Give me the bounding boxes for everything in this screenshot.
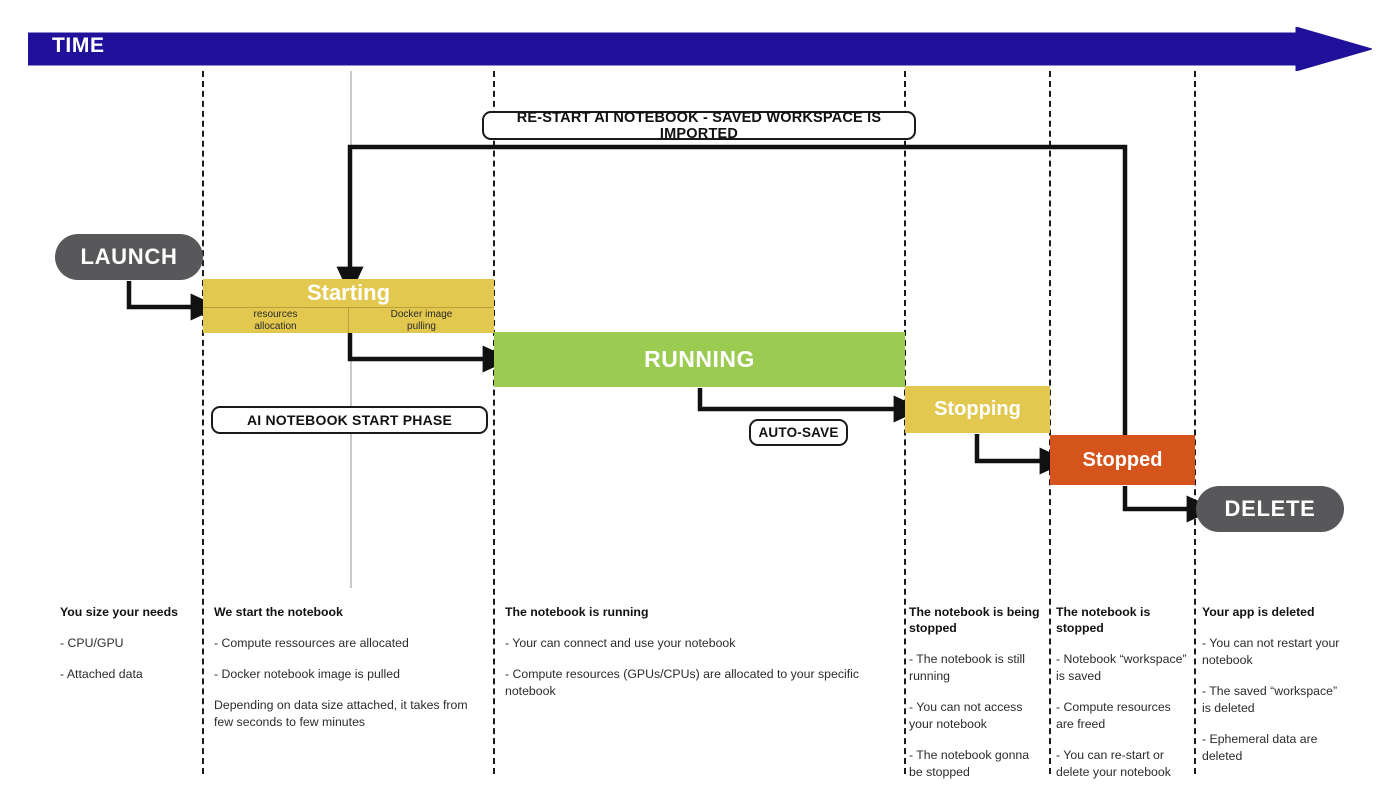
column-item: - Attached data [60,667,143,682]
sublabel-docker-image-pulling: Docker image pulling [348,308,494,333]
column-item: - The notebook is still running [909,652,1025,684]
column-item: - Ephemeral data are deleted [1202,732,1318,764]
description-column-3: The notebook is running - Your can conne… [505,604,860,714]
phase-divider-2 [493,71,495,774]
column-item: - The notebook gonna be stopped [909,748,1030,780]
annotation-restart-notebook: RE-START AI NOTEBOOK - SAVED WORKSPACE I… [482,110,916,142]
description-column-4: The notebook is being stopped - The note… [909,604,1043,795]
state-bar-stopped[interactable]: Stopped [1050,435,1195,485]
time-axis-label: TIME [52,34,105,57]
column-item: - Compute resources are freed [1056,700,1171,732]
column-title: The notebook is being stopped [909,605,1040,636]
sublabel-resources-allocation: resources allocation [253,309,298,332]
column-item: - Compute ressources are allocated [214,636,409,651]
state-bar-stopping[interactable]: Stopping [905,386,1050,433]
column-item: - CPU/GPU [60,636,124,651]
description-column-1: You size your needs - CPU/GPU - Attached… [60,604,192,697]
column-item: - You can not access your notebook [909,700,1023,732]
column-item: - Your can connect and use your notebook [505,636,736,651]
phase-divider-1 [202,71,204,774]
description-column-6: Your app is deleted - You can not restar… [1202,604,1347,779]
column-item: - Docker notebook image is pulled [214,667,400,682]
state-bar-running[interactable]: RUNNING [494,332,905,387]
annotation-start-phase: AI NOTEBOOK START PHASE [211,406,488,434]
column-item: Depending on data size attached, it take… [214,698,468,730]
column-item: - Notebook “workspace” is saved [1056,652,1187,684]
launch-terminal[interactable]: LAUNCH [55,234,203,280]
description-column-2: We start the notebook - Compute ressourc… [214,604,482,745]
delete-terminal[interactable]: DELETE [1196,486,1344,532]
state-bar-starting-sublabels: resources allocation Docker image pullin… [203,307,494,333]
annotation-auto-save: AUTO-SAVE [749,419,848,446]
column-title: You size your needs [60,605,178,619]
column-title: The notebook is running [505,605,649,619]
column-item: - The saved “workspace” is deleted [1202,684,1338,716]
description-column-5: The notebook is stopped - Notebook “work… [1056,604,1190,795]
column-item: - You can re-start or delete your notebo… [1056,748,1171,780]
state-bar-starting[interactable]: Starting [203,279,494,307]
phase-divider-5 [1194,71,1196,774]
column-title: We start the notebook [214,605,343,619]
column-item: - Compute resources (GPUs/CPUs) are allo… [505,667,860,699]
column-item: - You can not restart your notebook [1202,636,1340,668]
column-title: Your app is deleted [1202,605,1315,619]
time-axis-arrow [28,27,1372,71]
column-title: The notebook is stopped [1056,605,1151,636]
